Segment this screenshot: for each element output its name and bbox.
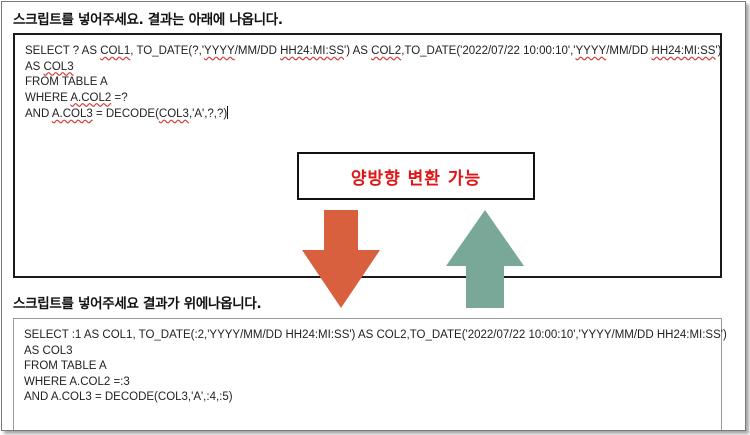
- input-line-5: AND A.COL3 = DECODE(COL3,'A',?,?): [25, 106, 229, 120]
- output-line-2: AS COL3: [24, 344, 73, 357]
- input-line-1: SELECT ? AS COL1, TO_DATE(?,'YYYY/MM/DD …: [25, 45, 722, 57]
- output-line-5: AND A.COL3 = DECODE(COL3,'A',:4,:5): [24, 391, 233, 403]
- output-line-4: WHERE A.COL2 =:3: [24, 375, 130, 388]
- down-arrow-icon: [302, 210, 380, 308]
- script-output-textarea[interactable]: SELECT :1 AS COL1, TO_DATE(:2,'YYYY/MM/D…: [13, 318, 727, 430]
- input-line-4: WHERE A.COL2 =?: [25, 91, 128, 104]
- bidirectional-conversion-callout: 양방향 변환 가능: [297, 152, 535, 200]
- input-line-3: FROM TABLE A: [25, 76, 108, 88]
- input-line-2: AS COL3: [25, 60, 74, 73]
- output-label: 스크립트를 넣어주세요 결과가 위에나옵니다.: [13, 296, 262, 312]
- up-arrow-icon: [446, 210, 524, 308]
- input-label: 스크립트를 넣어주세요. 결과는 아래에 나옵니다.: [13, 12, 283, 28]
- text-cursor: [227, 106, 229, 119]
- output-line-1: SELECT :1 AS COL1, TO_DATE(:2,'YYYY/MM/D…: [24, 329, 727, 341]
- output-line-3: FROM TABLE A: [24, 360, 107, 372]
